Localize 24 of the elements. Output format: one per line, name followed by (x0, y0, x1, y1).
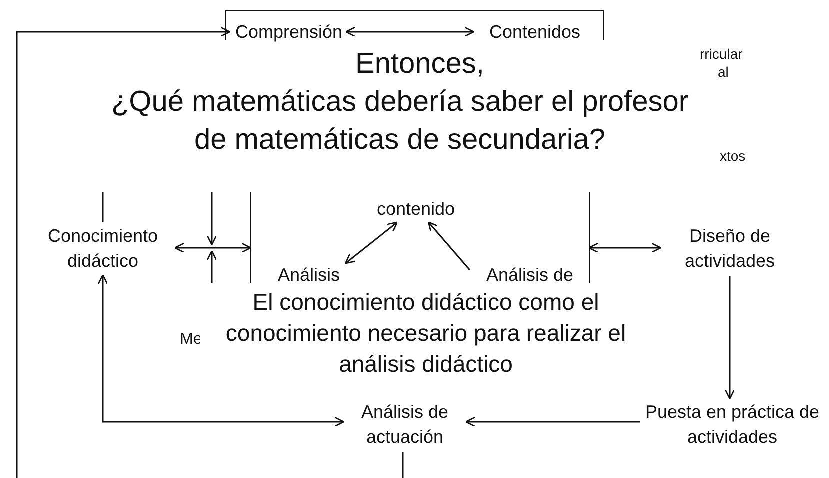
arrow (344, 222, 398, 264)
outline-box (225, 10, 604, 40)
node-label: Contenidos (474, 20, 596, 46)
arrow (98, 274, 345, 428)
text-fragment: rricular (700, 46, 743, 62)
node-label: contenido (369, 197, 463, 223)
text-fragment: xtos (720, 148, 746, 164)
title: ¿Qué matemáticas debería saber el profesor de matemáticas de secundaria? (110, 85, 690, 158)
arrow (174, 242, 252, 254)
node-label: Conocimiento didáctico (30, 222, 176, 276)
node-label: Comprensión (230, 20, 348, 46)
node-label: Análisis de actuación (343, 398, 467, 452)
node-label: Puesta en práctica de actividades (640, 398, 825, 452)
arrow (724, 276, 736, 400)
heading-text: Entonces, (354, 47, 486, 82)
arrow (345, 26, 475, 38)
connector-line (102, 192, 104, 222)
arrow (428, 222, 471, 271)
arrow (16, 26, 231, 478)
arrow (588, 242, 662, 254)
text-fragment: al (718, 64, 729, 80)
connector-line (402, 452, 404, 478)
node-label: Diseño de actividades (660, 222, 800, 276)
arrow (465, 416, 640, 428)
